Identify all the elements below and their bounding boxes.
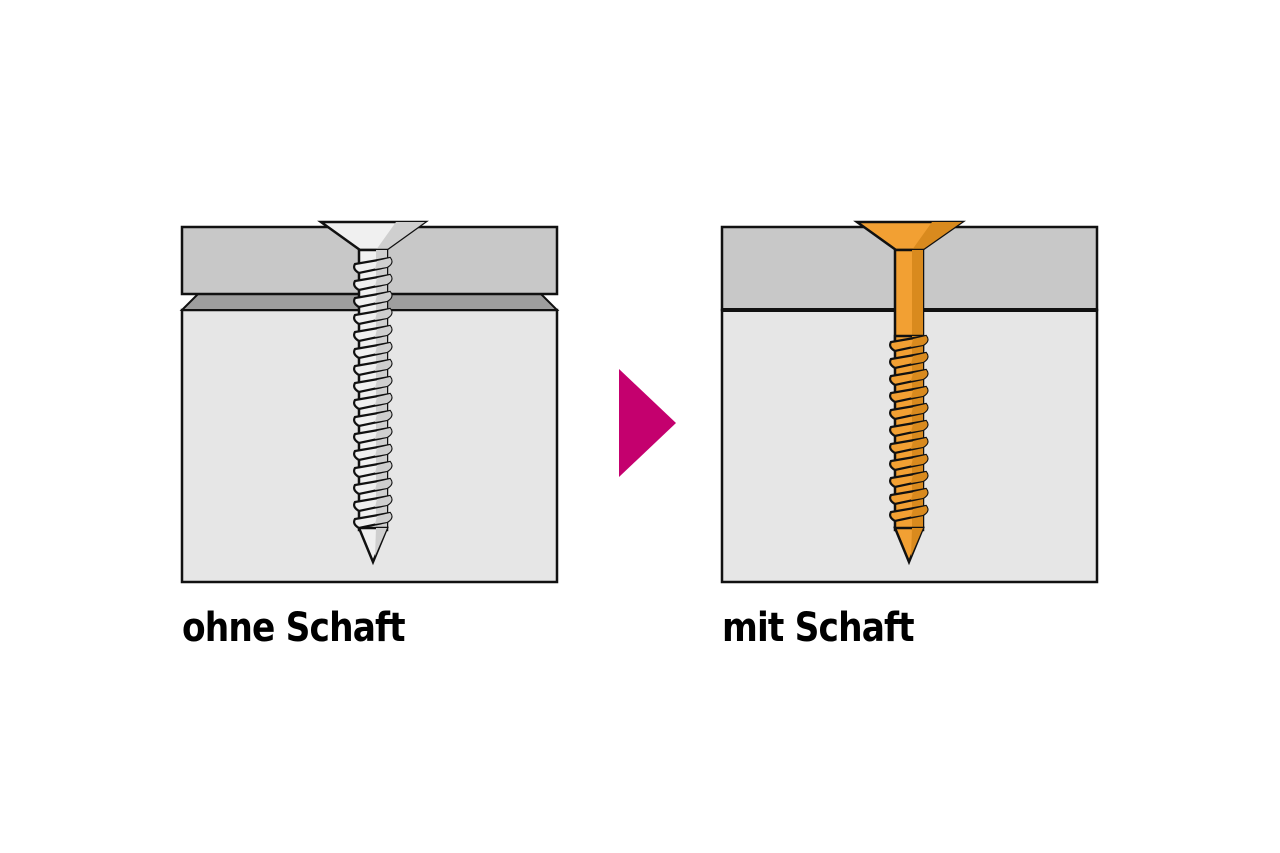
- thread-shade: [911, 353, 928, 364]
- thread-shade: [911, 336, 928, 347]
- thread-shade: [911, 472, 928, 483]
- thread-shade: [375, 275, 392, 286]
- thread-shade: [375, 343, 392, 354]
- screw-orange: [853, 220, 966, 566]
- caption-with-shank: mit Schaft: [722, 605, 915, 651]
- thread-shade: [375, 462, 392, 473]
- thread-shade: [375, 326, 392, 337]
- panel-without-shank: [179, 220, 560, 584]
- thread-shade: [375, 394, 392, 405]
- thread-shade: [375, 445, 392, 456]
- caption-without-shank: ohne Schaft: [182, 605, 406, 651]
- thread-shade: [375, 377, 392, 388]
- thread-shade: [911, 489, 928, 500]
- thread-shade: [375, 479, 392, 490]
- panel-with-shank: [720, 220, 1099, 584]
- thread-shade: [375, 411, 392, 422]
- thread-shade: [911, 506, 928, 517]
- triangle-right-icon: [619, 369, 676, 477]
- thread-shade: [911, 455, 928, 466]
- thread-shade: [375, 258, 392, 269]
- thread-shade: [375, 292, 392, 303]
- thread-shade: [911, 438, 928, 449]
- thread-shade: [375, 496, 392, 507]
- screw-silver: [317, 220, 429, 566]
- thread-shade: [911, 404, 928, 415]
- thread-shade: [375, 428, 392, 439]
- thread-shade: [375, 309, 392, 320]
- thread-shade: [375, 513, 392, 524]
- thread-shade: [911, 387, 928, 398]
- thread-shade: [911, 421, 928, 432]
- thread-shade: [911, 370, 928, 381]
- thread-shade: [375, 360, 392, 371]
